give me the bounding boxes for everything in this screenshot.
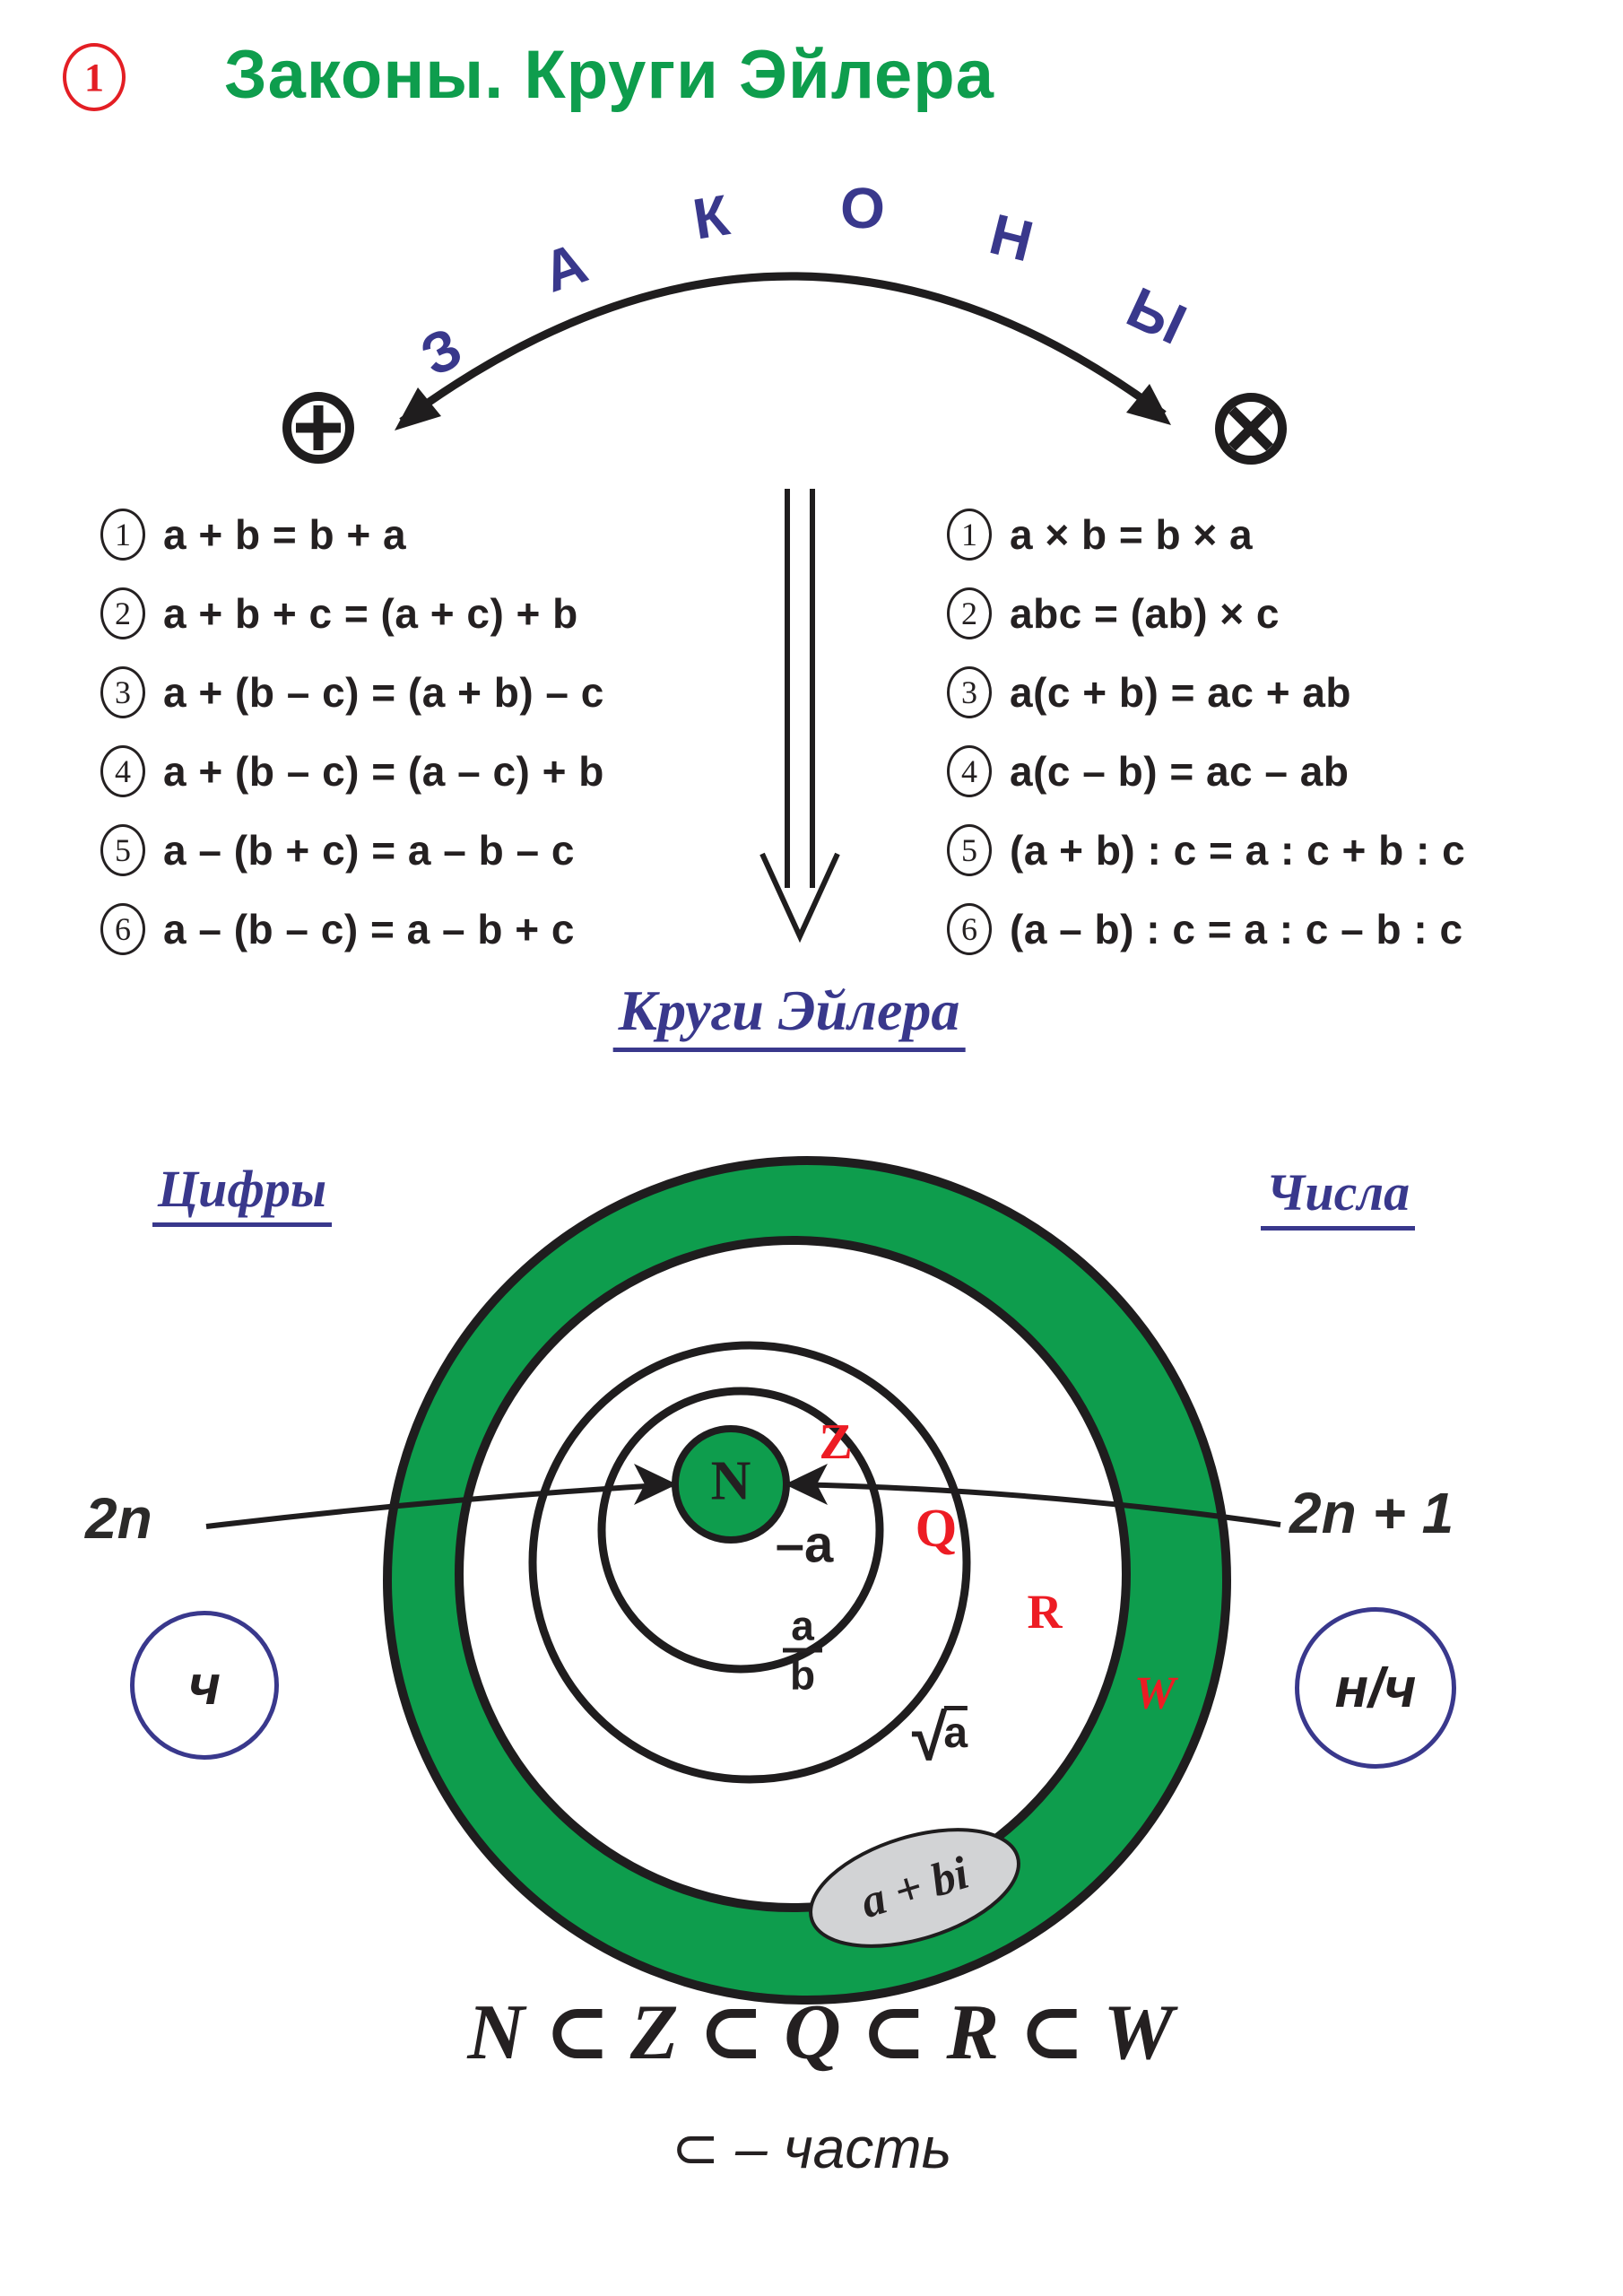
addition-law-row-6: 6 a – (b – c) = a – b + c bbox=[100, 890, 604, 969]
law-number: 1 bbox=[100, 509, 145, 561]
axis-left-segment bbox=[205, 1482, 676, 1529]
digits-heading: Цифры bbox=[152, 1159, 333, 1227]
odd-circle-label: н/ч bbox=[1334, 1657, 1417, 1719]
arc-arrowhead-right-icon bbox=[1126, 384, 1171, 425]
law-formula: a × b = b × a bbox=[1010, 511, 1254, 558]
numbers-heading: Числа bbox=[1261, 1162, 1416, 1231]
axis-arrowhead-left-icon bbox=[634, 1464, 677, 1505]
addition-law-row-2: 2 a + b + c = (a + c) + b bbox=[100, 574, 604, 653]
law-formula: (a – b) : c = a : c – b : c bbox=[1010, 906, 1463, 952]
law-number: 5 bbox=[947, 824, 992, 876]
law-number: 6 bbox=[100, 903, 145, 955]
radical-icon: √ bbox=[911, 1702, 948, 1774]
subset-chain: N ⊂ Z ⊂ Q ⊂ R ⊂ W bbox=[467, 1989, 1174, 2076]
arc-letter-4: О bbox=[838, 174, 887, 242]
law-number: 6 bbox=[947, 903, 992, 955]
addition-law-row-3: 3 a + (b – c) = (a + b) – c bbox=[100, 653, 604, 732]
multiplication-law-row-5: 5 (a + b) : c = a : c + b : c bbox=[947, 811, 1465, 890]
page-title: Законы. Круги Эйлера bbox=[224, 37, 994, 113]
law-formula: a + b + c = (a + c) + b bbox=[163, 590, 578, 637]
law-formula: a – (b – c) = a – b + c bbox=[163, 906, 575, 952]
subset-legend: ⊂ – часть bbox=[671, 2116, 952, 2180]
law-number: 5 bbox=[100, 824, 145, 876]
complex-ellipse bbox=[809, 1828, 1020, 1948]
parity-axis bbox=[205, 1464, 1281, 1529]
law-formula: (a + b) : c = a : c + b : c bbox=[1010, 827, 1466, 874]
law-number: 1 bbox=[947, 509, 992, 561]
rationals-example: a b bbox=[783, 1605, 822, 1696]
arc-curve bbox=[399, 272, 1167, 425]
arc-arrowhead-left-icon bbox=[395, 387, 441, 430]
reals-example: √ a bbox=[912, 1706, 968, 1770]
set-z-label: Z bbox=[819, 1414, 853, 1470]
law-number: 2 bbox=[100, 587, 145, 639]
law-formula: abc = (ab) × c bbox=[1010, 590, 1280, 637]
multiplication-law-row-1: 1 a × b = b × a bbox=[947, 495, 1465, 574]
law-number: 2 bbox=[947, 587, 992, 639]
axis-right-segment bbox=[785, 1482, 1281, 1527]
addition-law-row-5: 5 a – (b + c) = a – b – c bbox=[100, 811, 604, 890]
addition-laws-list: 1 a + b = b + a 2 a + b + c = (a + c) + … bbox=[100, 495, 604, 969]
times-circle-icon bbox=[1215, 393, 1287, 465]
even-circle: ч bbox=[130, 1611, 279, 1760]
axis-arrowhead-right-icon bbox=[785, 1464, 828, 1505]
addition-law-row-4: 4 a + (b – c) = (a – c) + b bbox=[100, 732, 604, 811]
multiplication-law-row-3: 3 a(c + b) = ac + ab bbox=[947, 653, 1465, 732]
even-circle-label: ч bbox=[187, 1654, 221, 1717]
plus-circle-icon bbox=[282, 392, 354, 464]
law-formula: a(c – b) = ac – ab bbox=[1010, 748, 1350, 795]
fraction-numerator: a bbox=[791, 1602, 814, 1649]
law-number: 3 bbox=[100, 666, 145, 718]
multiplication-laws-list: 1 a × b = b × a 2 abc = (ab) × c 3 a(c +… bbox=[947, 495, 1465, 969]
even-formula-label: 2n bbox=[85, 1486, 152, 1551]
set-r-label: R bbox=[1027, 1585, 1063, 1639]
odd-formula-label: 2n + 1 bbox=[1289, 1481, 1454, 1545]
law-number: 4 bbox=[100, 745, 145, 797]
law-number: 4 bbox=[947, 745, 992, 797]
down-double-arrow-icon bbox=[759, 489, 840, 944]
set-n-label: N bbox=[710, 1450, 751, 1512]
page-number: 1 bbox=[84, 55, 104, 100]
law-formula: a + b = b + a bbox=[163, 511, 407, 558]
law-formula: a + (b – c) = (a + b) – c bbox=[163, 669, 604, 716]
euler-circles bbox=[383, 1156, 1231, 2005]
odd-circle: н/ч bbox=[1295, 1607, 1456, 1769]
radical-argument: a bbox=[943, 1706, 968, 1755]
multiplication-law-row-4: 4 a(c – b) = ac – ab bbox=[947, 732, 1465, 811]
law-formula: a – (b + c) = a – b – c bbox=[163, 827, 575, 874]
euler-heading: Круги Эйлера bbox=[612, 978, 966, 1052]
page-number-badge: 1 bbox=[63, 43, 126, 111]
integers-example: –a bbox=[775, 1515, 834, 1574]
fraction-bar bbox=[783, 1648, 822, 1653]
addition-law-row-1: 1 a + b = b + a bbox=[100, 495, 604, 574]
law-formula: a + (b – c) = (a – c) + b bbox=[163, 748, 604, 795]
law-number: 3 bbox=[947, 666, 992, 718]
multiplication-law-row-2: 2 abc = (ab) × c bbox=[947, 574, 1465, 653]
fraction-denominator: b bbox=[789, 1651, 816, 1699]
law-formula: a(c + b) = ac + ab bbox=[1010, 669, 1352, 716]
set-w-label: W bbox=[1133, 1667, 1176, 1719]
set-q-label: Q bbox=[915, 1498, 958, 1558]
zakony-arc-arrow bbox=[395, 272, 1171, 430]
multiplication-law-row-6: 6 (a – b) : c = a : c – b : c bbox=[947, 890, 1465, 969]
